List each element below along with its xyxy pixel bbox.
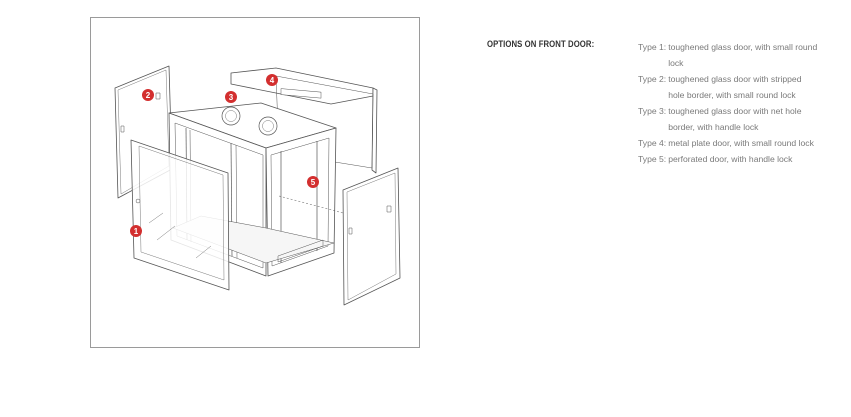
marker-3: 3 — [225, 91, 237, 103]
option-description: toughened glass door with stripped hole … — [668, 74, 802, 100]
option-description: toughened glass door, with small round l… — [668, 42, 818, 68]
option-type-1: Type 1: toughened glass door, with small… — [638, 39, 820, 71]
option-description: perforated door, with handle lock — [668, 154, 793, 164]
option-type-2: Type 2: toughened glass door with stripp… — [638, 71, 820, 103]
front-door-options-list: Type 1: toughened glass door, with small… — [638, 39, 820, 167]
svg-text:3: 3 — [229, 93, 234, 102]
option-type-label: Type 4: — [638, 138, 667, 148]
option-type-label: Type 5: — [638, 154, 667, 164]
cabinet-exploded-diagram: 1 2 3 4 5 — [114, 65, 401, 306]
option-type-label: Type 1: — [638, 42, 667, 52]
option-type-3: Type 3: toughened glass door with net ho… — [638, 103, 820, 135]
right-side-panel — [342, 167, 401, 306]
marker-5: 5 — [307, 176, 319, 188]
option-description: metal plate door, with small round lock — [668, 138, 814, 148]
option-type-4: Type 4: metal plate door, with small rou… — [638, 135, 820, 151]
exploded-cabinet-figure: 1 2 3 4 5 — [90, 17, 420, 348]
marker-2: 2 — [142, 89, 154, 101]
marker-4: 4 — [266, 74, 278, 86]
svg-text:2: 2 — [146, 91, 151, 100]
svg-text:5: 5 — [311, 178, 316, 187]
front-glass-door — [130, 139, 230, 291]
option-type-5: Type 5: perforated door, with handle loc… — [638, 151, 820, 167]
svg-text:1: 1 — [134, 227, 139, 236]
option-type-label: Type 3: — [638, 106, 667, 116]
option-type-label: Type 2: — [638, 74, 667, 84]
option-description: toughened glass door with net hole borde… — [668, 106, 802, 132]
options-heading: OPTIONS ON FRONT DOOR: — [487, 39, 595, 49]
marker-1: 1 — [130, 225, 142, 237]
svg-text:4: 4 — [270, 76, 275, 85]
